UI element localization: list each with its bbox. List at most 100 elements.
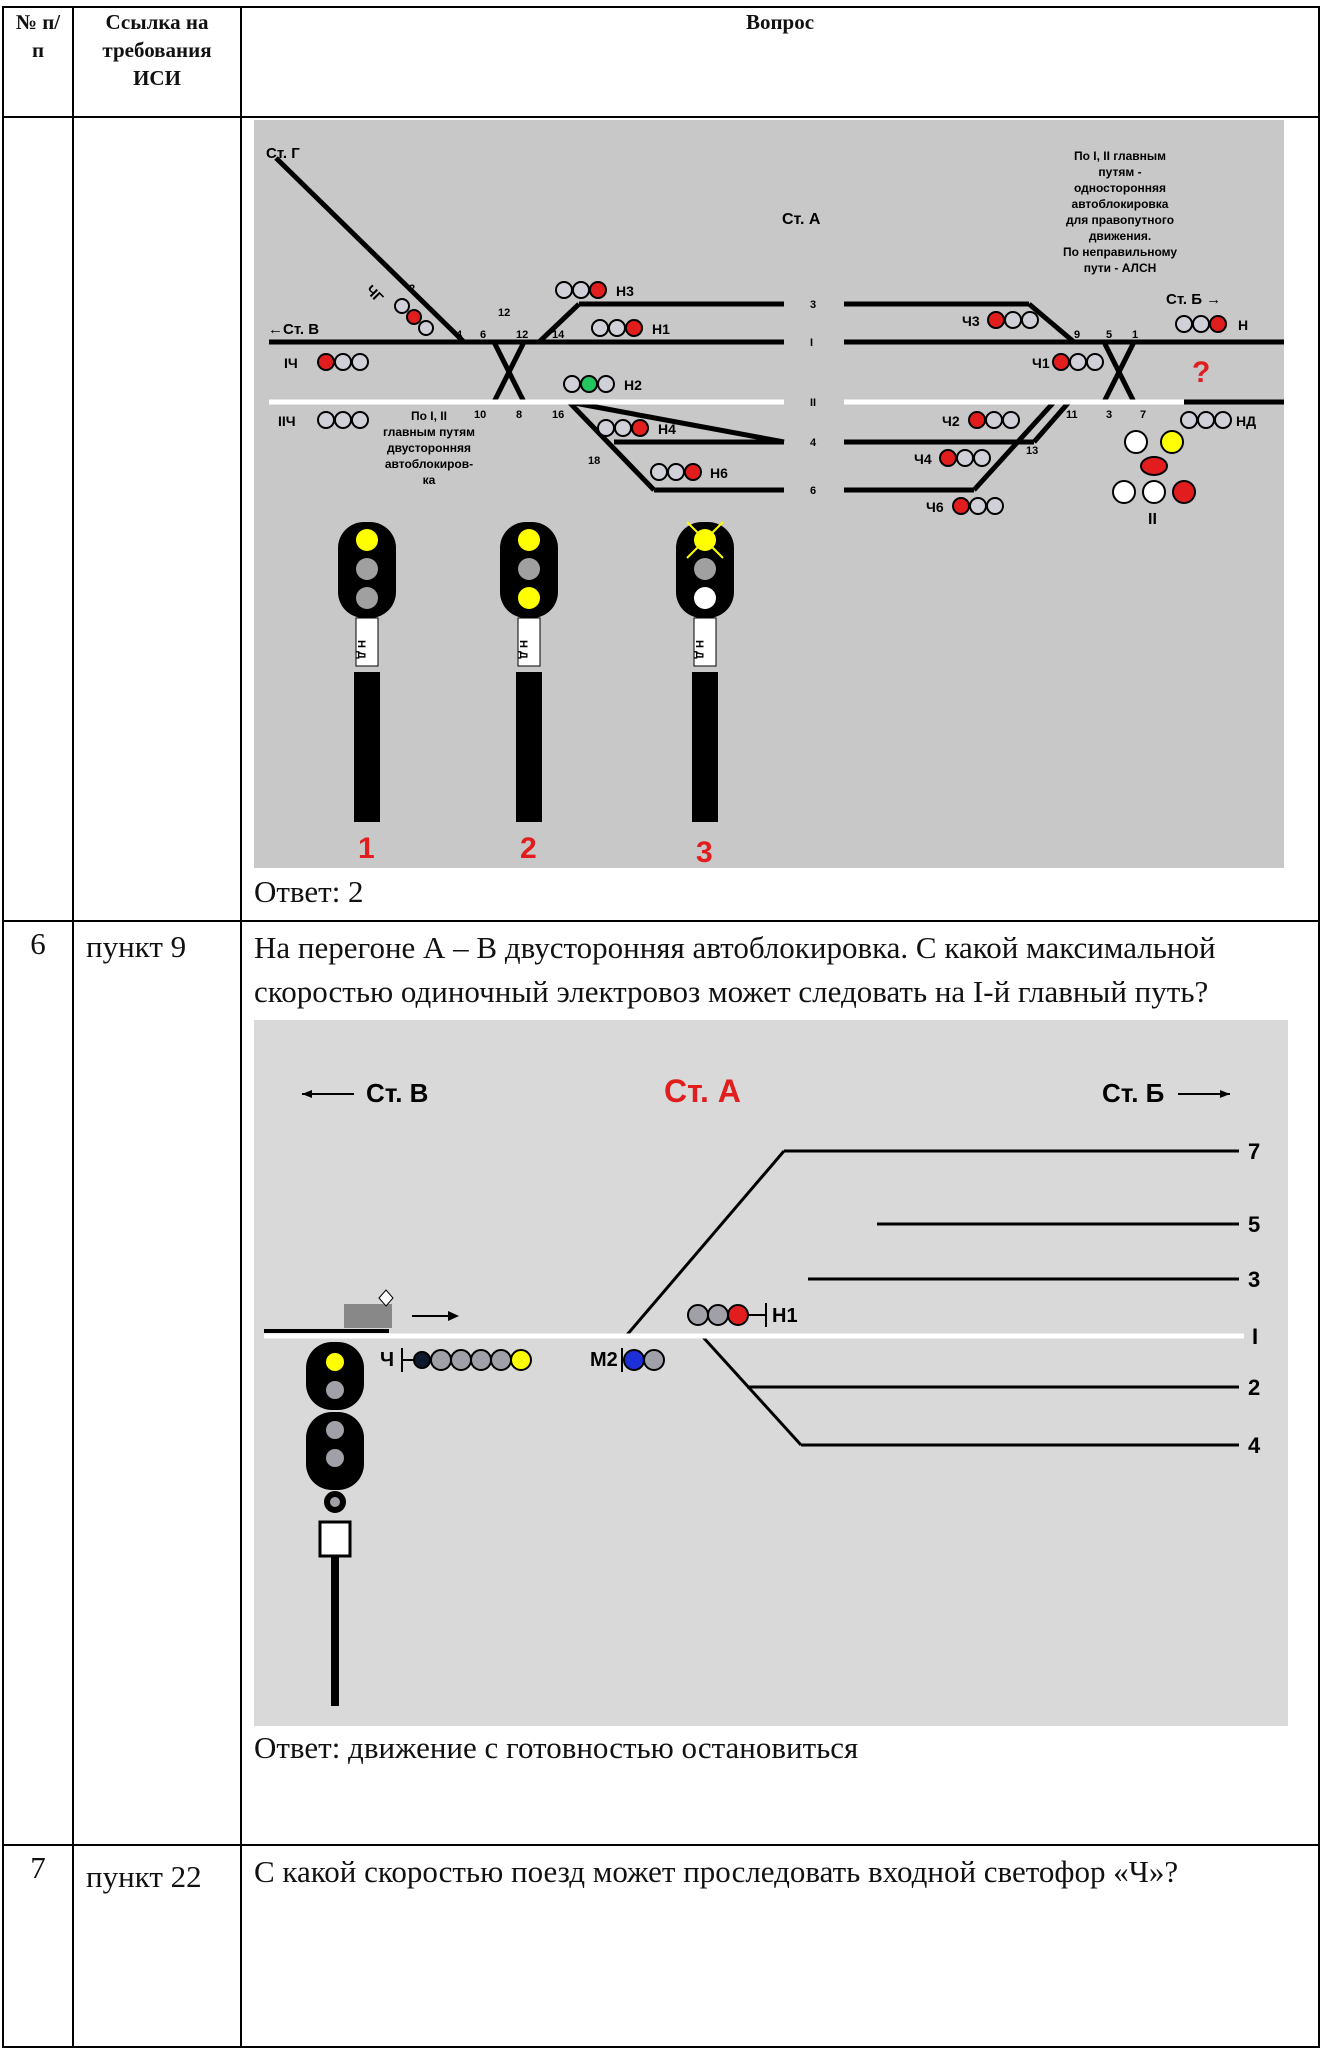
svg-text:ка: ка	[423, 473, 436, 487]
svg-text:11: 11	[1066, 409, 1078, 421]
svg-text:13: 13	[1026, 445, 1038, 457]
svg-text:4: 4	[810, 437, 817, 449]
row7-ref: пункт 22	[72, 1844, 242, 2048]
col-ref-header: Ссылка на требования ИСИ	[72, 6, 242, 118]
station-v-label: Ст. В	[366, 1078, 428, 1108]
mast-signal-ch	[306, 1342, 364, 1706]
row5-num	[2, 116, 74, 922]
track-labels: 3 I II 4 6	[810, 299, 817, 497]
row6-question-text: На перегоне А – В двусторонняя автоблоки…	[254, 930, 1216, 1009]
signal-m2-label: М2	[590, 1349, 618, 1371]
svg-text:Н Д: Н Д	[517, 640, 529, 659]
option-signal-3: Н Д 3	[676, 521, 734, 868]
row5-question: Ст. Г ←Ст. В Ст. А Ст. Б → По I, II глав…	[240, 116, 1320, 922]
switch-numbers: 2 12 4 6 12 14 10 8 16 18 9 5 1 11 3 7 1	[409, 283, 1146, 467]
station-b-label: Ст. Б →	[1166, 291, 1221, 308]
svg-text:3: 3	[1248, 1267, 1260, 1292]
svg-text:9: 9	[1074, 329, 1080, 341]
track-II-label: II	[1148, 511, 1157, 528]
svg-text:движения.: движения.	[1089, 229, 1151, 243]
signal-ch-head	[401, 1348, 532, 1372]
svg-text:для правопутного: для правопутного	[1066, 213, 1174, 227]
questions-table: № п/п Ссылка на требования ИСИ Вопрос	[2, 6, 1320, 2048]
col-question-header: Вопрос	[240, 6, 1320, 118]
svg-text:6: 6	[480, 329, 486, 341]
signal-ch-label: Ч	[380, 1349, 394, 1371]
row7-question-text: С какой скоростью поезд может проследова…	[254, 1854, 1179, 1889]
svg-text:2: 2	[1248, 1375, 1260, 1400]
svg-text:По I, II: По I, II	[411, 409, 447, 423]
svg-text:3: 3	[1106, 409, 1112, 421]
svg-text:Ч1: Ч1	[1032, 355, 1050, 371]
table-row: 6 пункт 9 На перегоне А – В двусторонняя…	[2, 920, 1320, 1846]
station-a-label: Ст. А	[782, 211, 821, 228]
svg-text:1: 1	[1132, 329, 1138, 341]
svg-text:14: 14	[552, 329, 565, 341]
svg-text:Н Д: Н Д	[355, 640, 367, 659]
svg-text:12: 12	[498, 307, 510, 319]
svg-text:Н3: Н3	[616, 283, 634, 299]
row5-ref	[72, 116, 242, 922]
signal-n1-label: Н1	[772, 1305, 798, 1327]
left-note: По I, II главным путям двусторонняя авто…	[383, 409, 475, 487]
right-note: По I, II главным путям - односторонняя а…	[1063, 149, 1177, 275]
svg-text:По I, II главным: По I, II главным	[1074, 149, 1166, 163]
svg-text:По неправильному: По неправильному	[1063, 245, 1177, 259]
svg-text:автоблокировка: автоблокировка	[1072, 197, 1169, 211]
table-row: 7 пункт 22 С какой скоростью поезд может…	[2, 1844, 1320, 2048]
row7-num: 7	[2, 1844, 74, 2048]
row6-num: 6	[2, 920, 74, 1846]
signal-heads	[317, 281, 1232, 515]
station-a-diagram-figure: Ст. В Ст. А Ст. Б	[254, 1020, 1288, 1726]
svg-text:Н2: Н2	[624, 377, 642, 393]
svg-text:4: 4	[456, 329, 463, 341]
table-row: Ст. Г ←Ст. В Ст. А Ст. Б → По I, II глав…	[2, 116, 1320, 922]
row6-answer: Ответ: движение с готовностью остановить…	[254, 1730, 859, 1765]
svg-text:главным путям: главным путям	[383, 425, 475, 439]
option-signal-1: Н Д 1	[338, 522, 396, 865]
svg-text:Н1: Н1	[652, 321, 670, 337]
svg-text:3: 3	[810, 299, 816, 311]
question-mark: ?	[1192, 356, 1210, 389]
svg-text:Н: Н	[1238, 317, 1248, 333]
row5-answer: Ответ: 2	[254, 874, 364, 909]
svg-text:I: I	[1252, 1324, 1258, 1349]
option-3-label: 3	[696, 836, 713, 868]
svg-text:I: I	[810, 337, 813, 349]
svg-text:Ч3: Ч3	[962, 313, 980, 329]
svg-text:автоблокиров-: автоблокиров-	[385, 457, 473, 471]
signal-n1-head	[687, 1303, 767, 1327]
svg-text:Ч2: Ч2	[942, 413, 960, 429]
svg-text:2: 2	[409, 283, 415, 295]
svg-text:16: 16	[552, 409, 564, 421]
option-2-label: 2	[520, 832, 537, 865]
svg-text:Ч4: Ч4	[914, 451, 932, 467]
svg-text:IЧ: IЧ	[284, 355, 298, 371]
track-numbers: 7 5 3 I 2 4	[1248, 1139, 1261, 1458]
station-b-label: Ст. Б	[1102, 1078, 1164, 1108]
signal-m2-head	[621, 1348, 665, 1372]
svg-text:односторонняя: односторонняя	[1074, 181, 1166, 195]
row6-question: На перегоне А – В двусторонняя автоблоки…	[240, 920, 1320, 1846]
svg-text:IIЧ: IIЧ	[278, 413, 296, 429]
svg-text:18: 18	[588, 455, 600, 467]
station-a-label: Ст. А	[664, 1073, 741, 1109]
svg-text:12: 12	[516, 329, 528, 341]
svg-text:Н Д: Н Д	[693, 640, 705, 659]
option-signal-2: Н Д 2	[500, 522, 558, 865]
svg-text:двусторонняя: двусторонняя	[387, 441, 471, 455]
station-g-label: Ст. Г	[266, 145, 300, 162]
svg-text:7: 7	[1140, 409, 1146, 421]
svg-text:5: 5	[1106, 329, 1112, 341]
row7-question: С какой скоростью поезд может проследова…	[240, 1844, 1320, 2048]
svg-text:НД: НД	[1236, 413, 1256, 429]
svg-text:пути - АЛСН: пути - АЛСН	[1084, 261, 1157, 275]
svg-text:путям -: путям -	[1098, 165, 1141, 179]
svg-text:II: II	[810, 397, 816, 409]
svg-text:Н4: Н4	[658, 421, 676, 437]
signal-labels: ЧГ IЧ IIЧ Н3 Н1 Н2 Н4 Н6 Ч3 Ч1 Ч2 Ч4 Ч6 …	[278, 282, 1256, 515]
station-diagram-figure: Ст. Г ←Ст. В Ст. А Ст. Б → По I, II глав…	[254, 120, 1284, 868]
col-num-header: № п/п	[2, 6, 74, 118]
svg-text:10: 10	[474, 409, 486, 421]
svg-text:Ч6: Ч6	[926, 499, 944, 515]
